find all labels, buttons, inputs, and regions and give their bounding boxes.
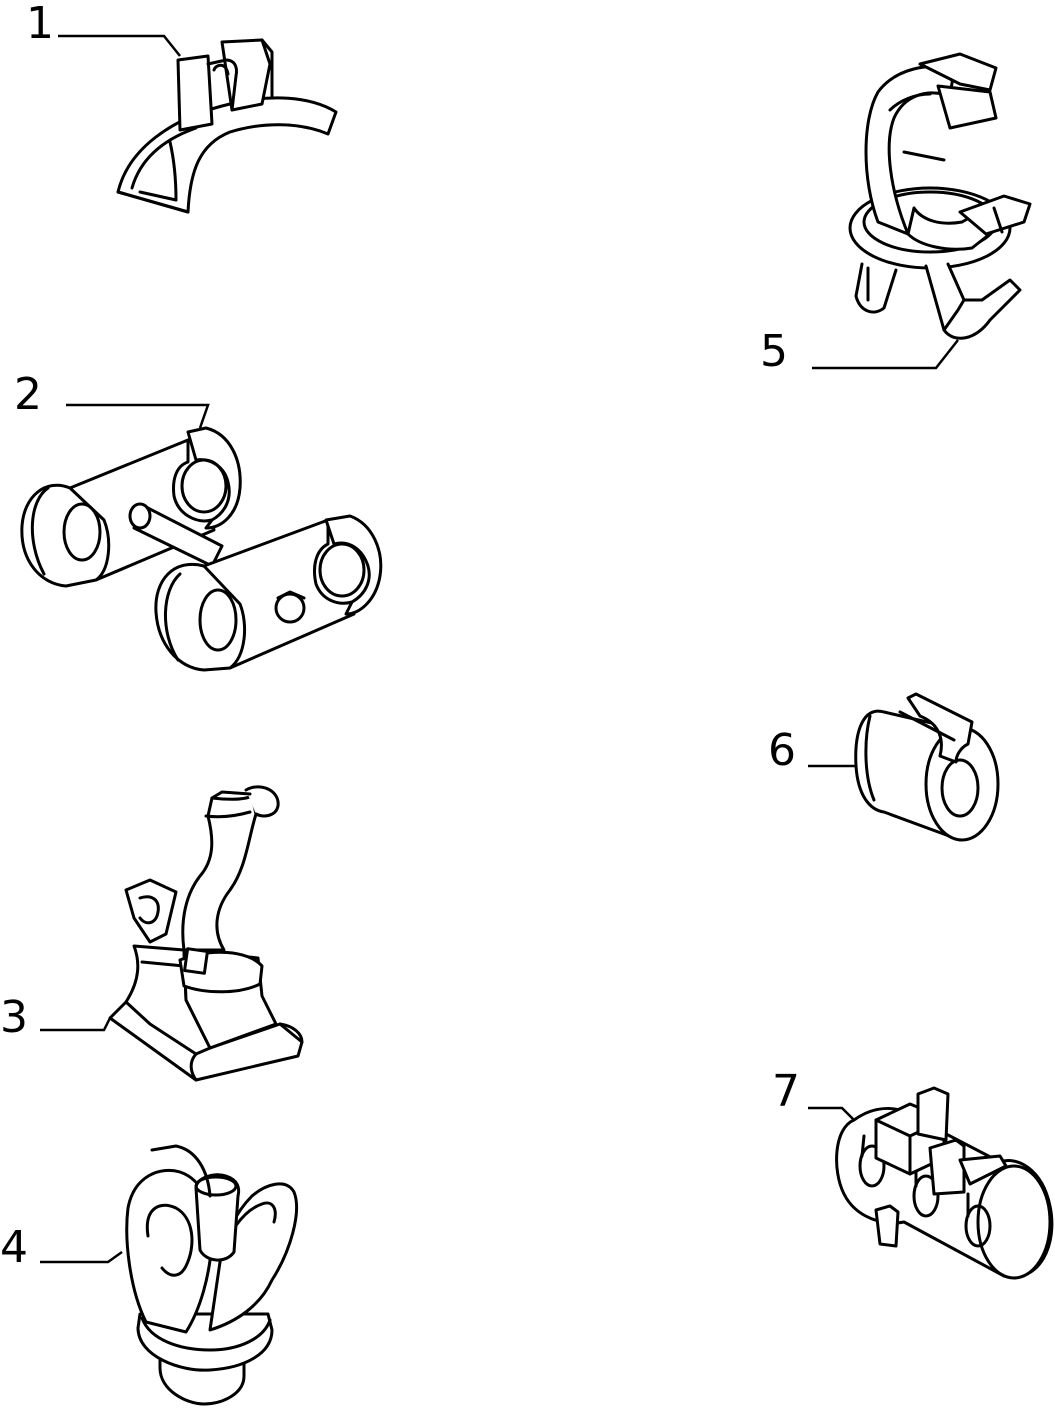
leader-4 <box>40 1250 123 1264</box>
leader-1 <box>58 34 181 57</box>
callout-5: 5 <box>760 326 788 377</box>
callout-1: 1 <box>26 0 54 49</box>
callout-7: 7 <box>772 1066 800 1117</box>
arc-pipe-clip-icon <box>116 38 338 214</box>
callout-4: 4 <box>0 1222 28 1273</box>
callout-3: 3 <box>0 992 28 1043</box>
leader-7 <box>808 1106 855 1121</box>
leader-2 <box>66 403 210 429</box>
ring-clip-with-tabs-icon <box>848 52 1032 340</box>
leader-3 <box>40 1017 112 1032</box>
callout-6: 6 <box>768 725 796 776</box>
leader-5 <box>812 339 959 370</box>
leader-lines <box>40 34 959 1264</box>
push-in-y-clip-icon <box>125 1144 299 1406</box>
split-cylinder-clip-icon <box>854 692 1000 842</box>
triple-pipe-clip-icon <box>835 1086 1054 1280</box>
callout-2: 2 <box>14 369 42 420</box>
strap-clip-on-base-icon <box>108 785 304 1082</box>
double-pipe-clip-icon <box>20 426 383 672</box>
